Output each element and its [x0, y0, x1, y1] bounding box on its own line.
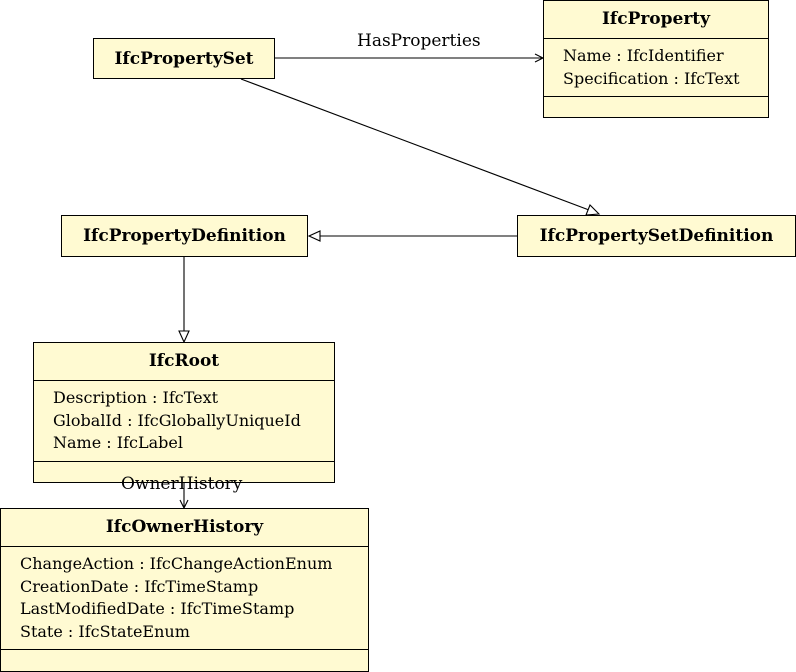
attribute-compartment: Description : IfcText GlobalId : IfcGlob…	[34, 381, 334, 462]
class-name: IfcPropertyDefinition	[83, 226, 286, 246]
operation-compartment	[1, 650, 368, 667]
attribute: CreationDate : IfcTimeStamp	[20, 576, 259, 596]
class-name: IfcPropertySet	[114, 48, 254, 69]
propertysetdefinition-generalization	[307, 230, 518, 242]
attribute: Description : IfcText	[53, 388, 219, 407]
class-ifcpropertyset[interactable]: IfcPropertySet	[93, 38, 275, 79]
class-name: IfcPropertySetDefinition	[539, 226, 774, 246]
class-ifcproperty[interactable]: IfcProperty Name : IfcIdentifier Specifi…	[543, 0, 769, 118]
attribute-compartment: Name : IfcIdentifier Specification : Ifc…	[544, 39, 768, 97]
attribute: Name : IfcIdentifier	[563, 46, 724, 65]
has-properties-label: HasProperties	[357, 31, 481, 51]
attribute-compartment: ChangeAction : IfcChangeActionEnum Creat…	[1, 547, 368, 650]
class-ifcpropertydefinition[interactable]: IfcPropertyDefinition	[61, 215, 308, 257]
class-name: IfcOwnerHistory	[1, 509, 368, 547]
attribute: LastModifiedDate : IfcTimeStamp	[20, 599, 295, 618]
operation-compartment	[544, 97, 768, 114]
attribute: Name : IfcLabel	[53, 433, 183, 452]
has-properties-association	[275, 53, 545, 63]
attribute: GlobalId : IfcGloballyUniqueId	[53, 410, 301, 430]
attribute: ChangeAction : IfcChangeActionEnum	[20, 554, 333, 573]
attribute: State : IfcStateEnum	[20, 621, 190, 641]
propertyset-generalization	[240, 78, 601, 216]
attribute: Specification : IfcText	[563, 68, 740, 88]
owner-history-label: OwnerHistory	[121, 474, 243, 494]
class-name: IfcRoot	[34, 343, 334, 381]
class-ifcroot[interactable]: IfcRoot Description : IfcText GlobalId :…	[33, 342, 335, 483]
propertydefinition-generalization	[178, 257, 190, 344]
class-ifcownerhistory[interactable]: IfcOwnerHistory ChangeAction : IfcChange…	[0, 508, 369, 672]
class-ifcpropertysetdefinition[interactable]: IfcPropertySetDefinition	[517, 215, 796, 257]
class-name: IfcProperty	[544, 1, 768, 39]
